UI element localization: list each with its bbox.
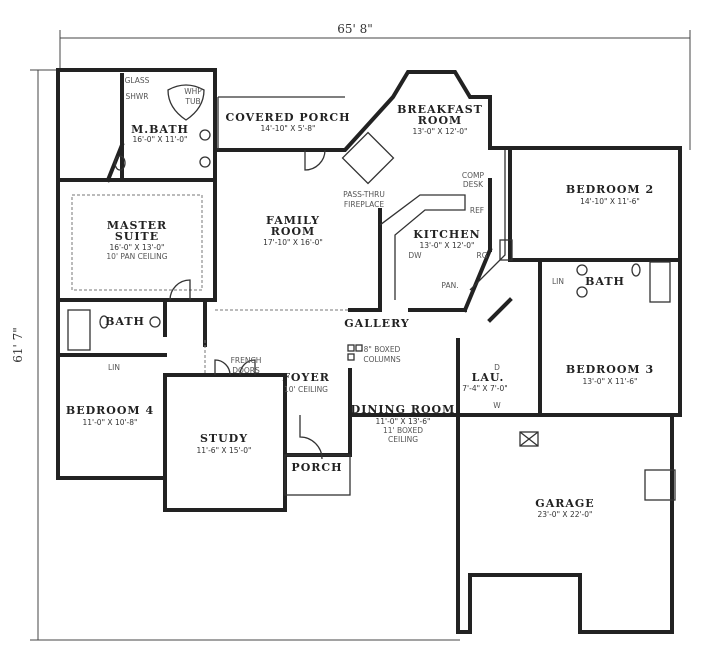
dimension-lines [30,30,691,641]
ceiling-note: 10' PAN CEILING [106,252,167,261]
fixtures [67,84,676,501]
room-size-master-suite: 16'-0" X 13'-0" [110,243,165,252]
room-size-family: 17'-10" X 16'-0" [263,238,323,247]
room-name-family: ROOM [271,225,315,238]
columns-label: COLUMNS [363,355,401,364]
ceiling-dashes [71,194,350,375]
room-size-kitchen: 13'-0" X 12'-0" [420,241,475,250]
room-name-bedroom-4: BEDROOM 4 [66,404,154,417]
door-swing [304,149,326,171]
kitchen-counter [379,194,466,300]
room-name-family: FAMILY [266,214,320,227]
pantry-label: PAN. [441,281,458,290]
room-name-porch: PORCH [291,461,342,474]
room-size-bedroom-2: 14'-10" X 11'-6" [580,197,640,206]
room-size-laundry: 7'-4" X 7'-0" [462,384,507,393]
room-name-gallery: GALLERY [344,317,409,330]
kitchen-counter [469,150,506,291]
bathtub-icon [67,309,91,351]
tub-label: WHP [184,87,202,96]
room-name-dining: DINING ROOM [351,403,456,416]
depth-dimension: 61' 7" [11,327,25,363]
french-doors-label: DOORS [232,366,260,375]
room-name-bedroom-2: BEDROOM 2 [566,183,654,196]
width-dimension: 65' 8" [337,22,373,36]
ceiling-note: 11' BOXED [383,426,423,435]
room-name-covered-porch: COVERED PORCH [225,111,350,124]
room-name-bedroom-3: BEDROOM 3 [566,363,654,376]
room-size-study: 11'-6" X 15'-0" [197,446,252,455]
sink-icon [149,316,161,328]
sink-icon [199,156,211,168]
front-door [299,415,323,460]
attic-access-icon [519,431,539,447]
room-name-study: STUDY [200,432,248,445]
sink-icon [199,129,211,141]
interior-walls [56,73,682,480]
dryer-label: D [494,363,500,372]
range-label: RG [476,251,487,260]
room-size-bedroom-3: 13'-0" X 11'-6" [583,377,638,386]
glass-shower-label: GLASS [125,76,150,85]
toilet-icon [631,263,641,277]
sink-icon [576,264,588,276]
room-name-garage: GARAGE [535,497,594,510]
ref-label: REF [470,206,484,215]
room-size-dining: 11'-0" X 13'-6" [376,417,431,426]
room-size-covered-porch: 14'-10" X 5'-8" [261,124,316,133]
ceiling-note: CEILING [388,435,418,444]
whirlpool-tub-icon [167,84,205,121]
column-icon [347,344,355,352]
room-size-master-bath: 16'-0" X 11'-0" [133,135,188,144]
bathtub-icon [649,261,671,303]
toilet-icon [114,155,126,171]
column-icon [347,353,355,361]
room-name-laundry: LAU. [472,371,505,384]
room-size-garage: 23'-0" X 22'-0" [538,510,593,519]
glass-shower-label: SHWR [125,92,148,101]
fireplace-label: PASS-THRU [343,190,385,199]
sink-icon [576,286,588,298]
room-size-breakfast: 13'-0" X 12'-0" [413,127,468,136]
fireplace-label: FIREPLACE [344,200,385,209]
columns-label: 8" BOXED [364,345,401,354]
fireplace-icon [341,131,395,185]
ceiling-note: 10' CEILING [284,385,328,394]
comp-desk-label: DESK [463,180,484,189]
linen-label: LIN [108,363,120,372]
room-name-kitchen: KITCHEN [413,228,480,241]
doors [169,149,326,460]
door-swing [169,279,191,301]
range-icon [499,239,513,261]
dw-label: DW [408,251,422,260]
column-icon [355,344,363,352]
room-name-breakfast: ROOM [418,114,462,127]
room-name-bath: BATH [105,315,145,328]
room-name-master-bath: M.BATH [131,123,189,136]
linen-label: LIN [552,277,564,286]
french-doors-label: FRENCH [231,356,262,365]
comp-desk-label: COMP [462,171,485,180]
toilet-icon [99,315,109,329]
room-name-master-suite: SUITE [115,230,159,243]
washer-label: W [493,401,501,410]
garage-door-entry [644,469,676,501]
room-name-master-suite: MASTER [107,219,167,232]
french-doors [214,359,256,376]
porch-outline [284,454,351,496]
room-name-breakfast: BREAKFAST [397,103,483,116]
room-size-bedroom-4: 11'-0" X 10'-8" [83,418,138,427]
room-name-foyer: FOYER [282,371,330,384]
tub-label: TUB [184,97,200,106]
room-name-bath-2: BATH [585,275,625,288]
